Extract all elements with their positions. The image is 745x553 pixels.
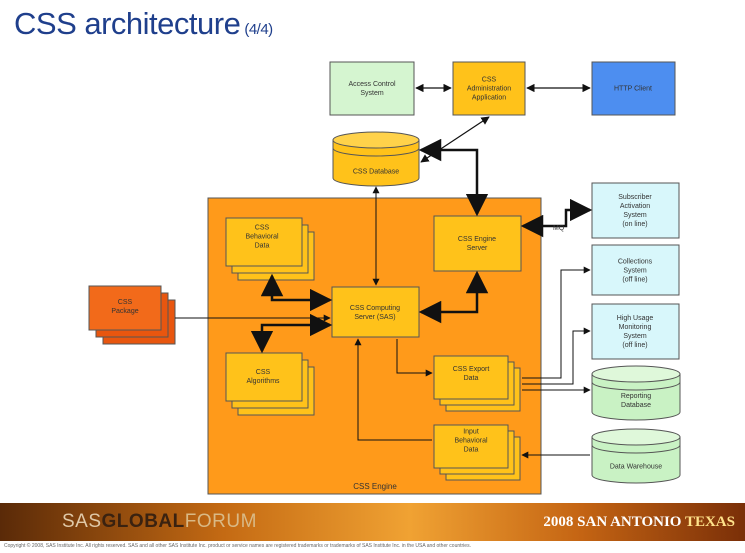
package-line: Package	[111, 308, 138, 315]
edge-computing-engine-server	[418, 270, 489, 324]
high-usage-line: (off line)	[622, 342, 647, 349]
admin-app-node	[452, 61, 526, 116]
engine-server-line: Server	[467, 245, 488, 252]
behavioral-data-node	[225, 217, 315, 281]
title-suffix: (4/4)	[244, 21, 273, 38]
collections-line: (off line)	[622, 277, 647, 284]
collections-node	[591, 244, 680, 296]
css-database-label: CSS Database	[353, 169, 399, 176]
subscriber-line: (on line)	[622, 221, 647, 228]
edge-export-collections	[522, 266, 591, 379]
algorithms-line: Algorithms	[246, 378, 280, 385]
engine-label: CSS Engine	[353, 482, 397, 491]
behavioral-data-line: Behavioral	[245, 234, 279, 241]
algorithms-node	[225, 352, 315, 416]
subscriber-node	[591, 182, 680, 239]
data-warehouse-line: Data Warehouse	[610, 464, 662, 471]
data-warehouse-node	[591, 428, 681, 484]
http-client-line: HTTP Client	[614, 86, 652, 93]
brand-part3: FORUM	[184, 511, 257, 532]
mq-label: MQ	[553, 225, 565, 232]
edge-database-engine-server	[418, 138, 489, 217]
collections-line: System	[623, 268, 647, 275]
high-usage-line: High Usage	[617, 315, 654, 322]
admin-app-line: Application	[472, 95, 506, 102]
high-usage-line: System	[623, 333, 647, 340]
input-data-line: Data	[464, 447, 479, 454]
admin-app-line: Administration	[467, 86, 511, 93]
reporting-db-line: Reporting	[621, 393, 651, 400]
input-data-line: Input	[463, 429, 479, 436]
behavioral-data-line: Data	[255, 243, 270, 250]
export-data-line: Data	[464, 375, 479, 382]
sas-global-forum-logo: SASGLOBALFORUM	[62, 511, 257, 533]
footer-banner: SASGLOBALFORUM 2008 SAN ANTONIO TEXAS	[0, 503, 745, 541]
edge-export-high-usage	[522, 327, 591, 385]
copyright-text: Copyright © 2008, SAS Institute Inc. All…	[4, 543, 471, 549]
css-package-node	[88, 285, 176, 345]
collections-line: Collections	[618, 259, 653, 266]
computing-server-line: Server (SAS)	[354, 314, 395, 321]
event-label: 2008 SAN ANTONIO TEXAS	[543, 514, 735, 531]
input-data-line: Behavioral	[454, 438, 488, 445]
access-control-node	[329, 61, 415, 116]
high-usage-node	[591, 303, 680, 360]
behavioral-data-line: CSS	[255, 225, 270, 232]
edge-behavioral-computing	[260, 273, 333, 312]
export-data-node	[433, 355, 521, 412]
event-part2: TEXAS	[684, 514, 735, 530]
package-line: CSS	[118, 299, 133, 306]
algorithms-line: CSS	[256, 369, 271, 376]
engine-server-node	[433, 215, 522, 272]
edge-computing-export	[396, 339, 433, 377]
brand-part2: GLOBAL	[101, 511, 185, 532]
edge-input-computing	[354, 338, 432, 441]
access-control-line: System	[360, 90, 384, 97]
reporting-db-line: Database	[621, 402, 651, 409]
reporting-db-node	[591, 365, 681, 421]
computing-server-node	[331, 286, 420, 338]
event-part1: 2008 SAN ANTONIO	[543, 514, 682, 530]
http-client-label: HTTP Client	[614, 86, 652, 93]
title-text: CSS architecture	[14, 6, 241, 41]
page-title: CSS architecture(4/4)	[14, 6, 273, 42]
high-usage-line: Monitoring	[619, 324, 652, 331]
input-data-node	[433, 424, 521, 481]
css-database-node	[332, 131, 420, 187]
data-warehouse-label: Data Warehouse	[610, 464, 662, 471]
subscriber-line: System	[623, 212, 647, 219]
database-line: CSS Database	[353, 169, 399, 176]
brand-part1: SAS	[62, 511, 102, 532]
edge-algorithms-computing	[250, 313, 333, 354]
computing-server-line: CSS Computing	[350, 305, 400, 312]
engine-server-line: CSS Engine	[458, 236, 496, 243]
subscriber-line: Activation	[620, 203, 650, 210]
admin-app-line: CSS	[482, 77, 497, 84]
http-client-node	[591, 61, 676, 116]
edge-admin-database	[420, 116, 490, 163]
algorithms-label: CSS Algorithms	[246, 369, 280, 385]
subscriber-line: Subscriber	[618, 194, 652, 201]
css-package-label: CSS Package	[111, 299, 138, 315]
export-data-line: CSS Export	[453, 366, 490, 373]
access-control-line: Access Control	[348, 81, 396, 88]
edge-engine-server-subscriber	[520, 198, 593, 238]
